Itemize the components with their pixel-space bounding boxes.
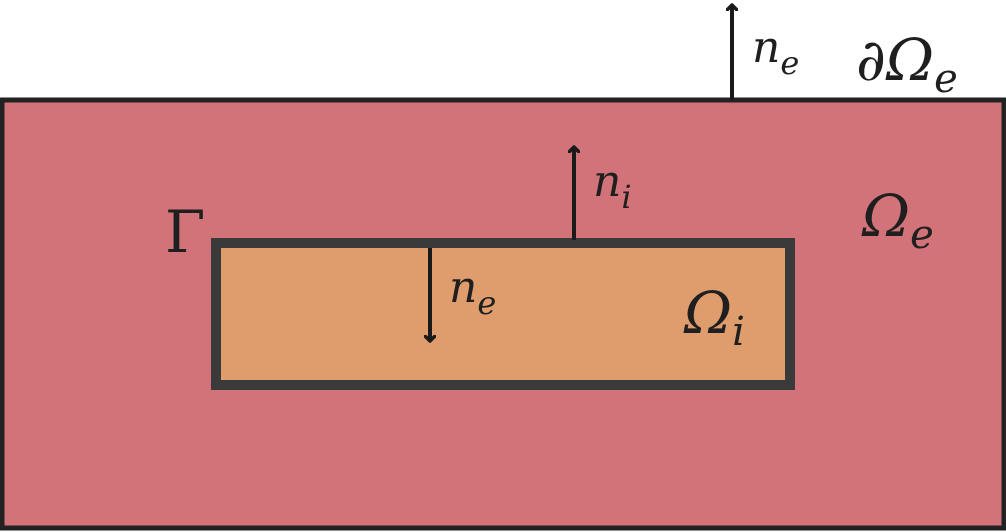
label-normal-outer-top: ne [752,22,799,82]
label-outer-boundary: ∂Ωe [856,26,958,102]
label-interface: Γ [165,198,205,266]
label-inner-domain: Ωi [683,279,745,355]
label-normal-inner-down: ne [449,262,496,322]
label-outer-domain: Ωe [861,182,934,258]
inner-domain-region [211,238,795,390]
label-normal-inner-up: ni [593,156,632,216]
